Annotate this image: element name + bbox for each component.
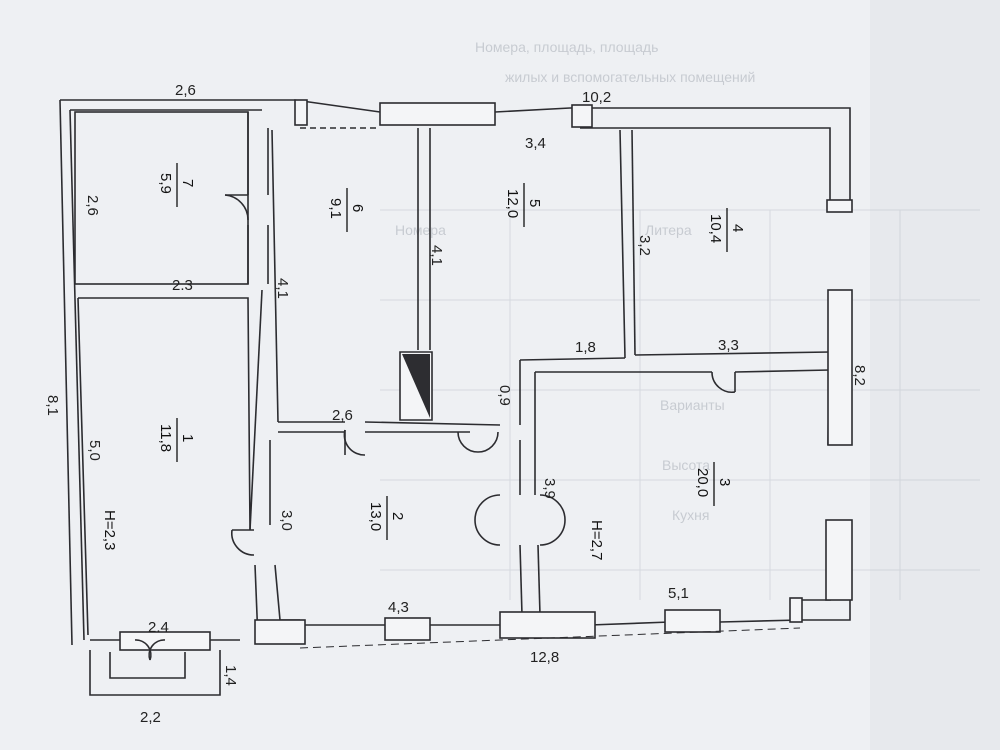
room-7-area: 5,9 [157,173,174,194]
dimension-labels: 2,6 10,2 3,4 2.3 1,8 3,3 2,6 4,3 5,1 12,… [44,82,868,726]
room-1-number: 1 [179,434,196,442]
dim-left-upper: 2,6 [84,195,101,216]
dim-top-left: 2,6 [175,82,196,99]
room-2-area: 13,0 [367,502,384,531]
dim-39: 3,9 [541,478,558,499]
doors [134,194,736,661]
room-1-label: 1 11,8 [157,418,196,462]
dim-top-mid: 3,4 [525,135,546,152]
dim-left-total: 8,1 [44,395,61,416]
bleed-text-2: жилых и вспомогательных помещений [505,69,755,85]
bleed-cell-5: Кухня [672,507,709,523]
room-2-number: 2 [389,512,406,520]
dim-bottom-43: 4,3 [388,599,409,616]
height-right: H=2,7 [588,520,605,560]
dim-41-center: 4,1 [428,245,445,266]
dim-18: 1,8 [575,339,596,356]
windows [119,99,853,651]
room-6-number: 6 [349,204,366,212]
room-3-number: 3 [716,478,733,486]
room-4-number: 4 [729,224,746,232]
dim-left-lower: 5,0 [86,440,103,461]
room-3-area: 20,0 [694,468,711,497]
interior-walls [74,111,831,641]
dim-09: 0,9 [496,385,513,406]
bleed-through-table [380,209,980,600]
dim-33: 3,3 [718,337,739,354]
room-labels: 1 11,8 2 13,0 3 20,0 4 10,4 5 12,0 6 9,1 [101,163,746,560]
dim-inner-23: 2.3 [172,277,193,294]
top-wall [294,99,571,129]
bleed-text-1: Номера, площадь, площадь [475,39,658,55]
dim-porch-14: 1,4 [222,665,239,686]
room-5-area: 12,0 [504,189,521,218]
room-7-label: 7 5,9 [157,163,196,207]
dim-bottom-128: 12,8 [530,649,559,666]
room-1-area: 11,8 [157,424,174,452]
dim-41-left: 4,1 [274,278,291,299]
room-6-area: 9,1 [327,198,344,219]
porch-outline [89,650,221,696]
dim-32: 3,2 [636,235,653,256]
dim-porch-24: 2.4 [148,619,169,636]
room-5-label: 5 12,0 [504,183,543,227]
room-5-number: 5 [526,199,543,207]
bleed-cell-2: Варианты [660,397,725,413]
dim-bottom-51: 5,1 [668,585,689,602]
bleed-cell-4: Высота [662,457,710,473]
room-3-label: 3 20,0 [694,462,733,506]
height-left: H=2,3 [101,510,118,550]
dim-top-right: 10,2 [582,89,611,106]
room-7-number: 7 [179,179,196,187]
dim-porch-22: 2,2 [140,709,161,726]
room-4-area: 10,4 [707,214,724,243]
window-top-center [379,102,496,126]
room-6-label: 6 9,1 [327,188,366,232]
dim-26-inner: 2,6 [332,407,353,424]
stove-symbol [399,351,433,421]
dim-82: 8,2 [851,365,868,386]
room-4-label: 4 10,4 [707,208,746,252]
bleed-cell-3: Литера [645,222,692,238]
bleed-cell-1: Номера [395,222,446,238]
dim-30: 3,0 [278,510,295,531]
room-2-label: 2 13,0 [367,496,406,540]
